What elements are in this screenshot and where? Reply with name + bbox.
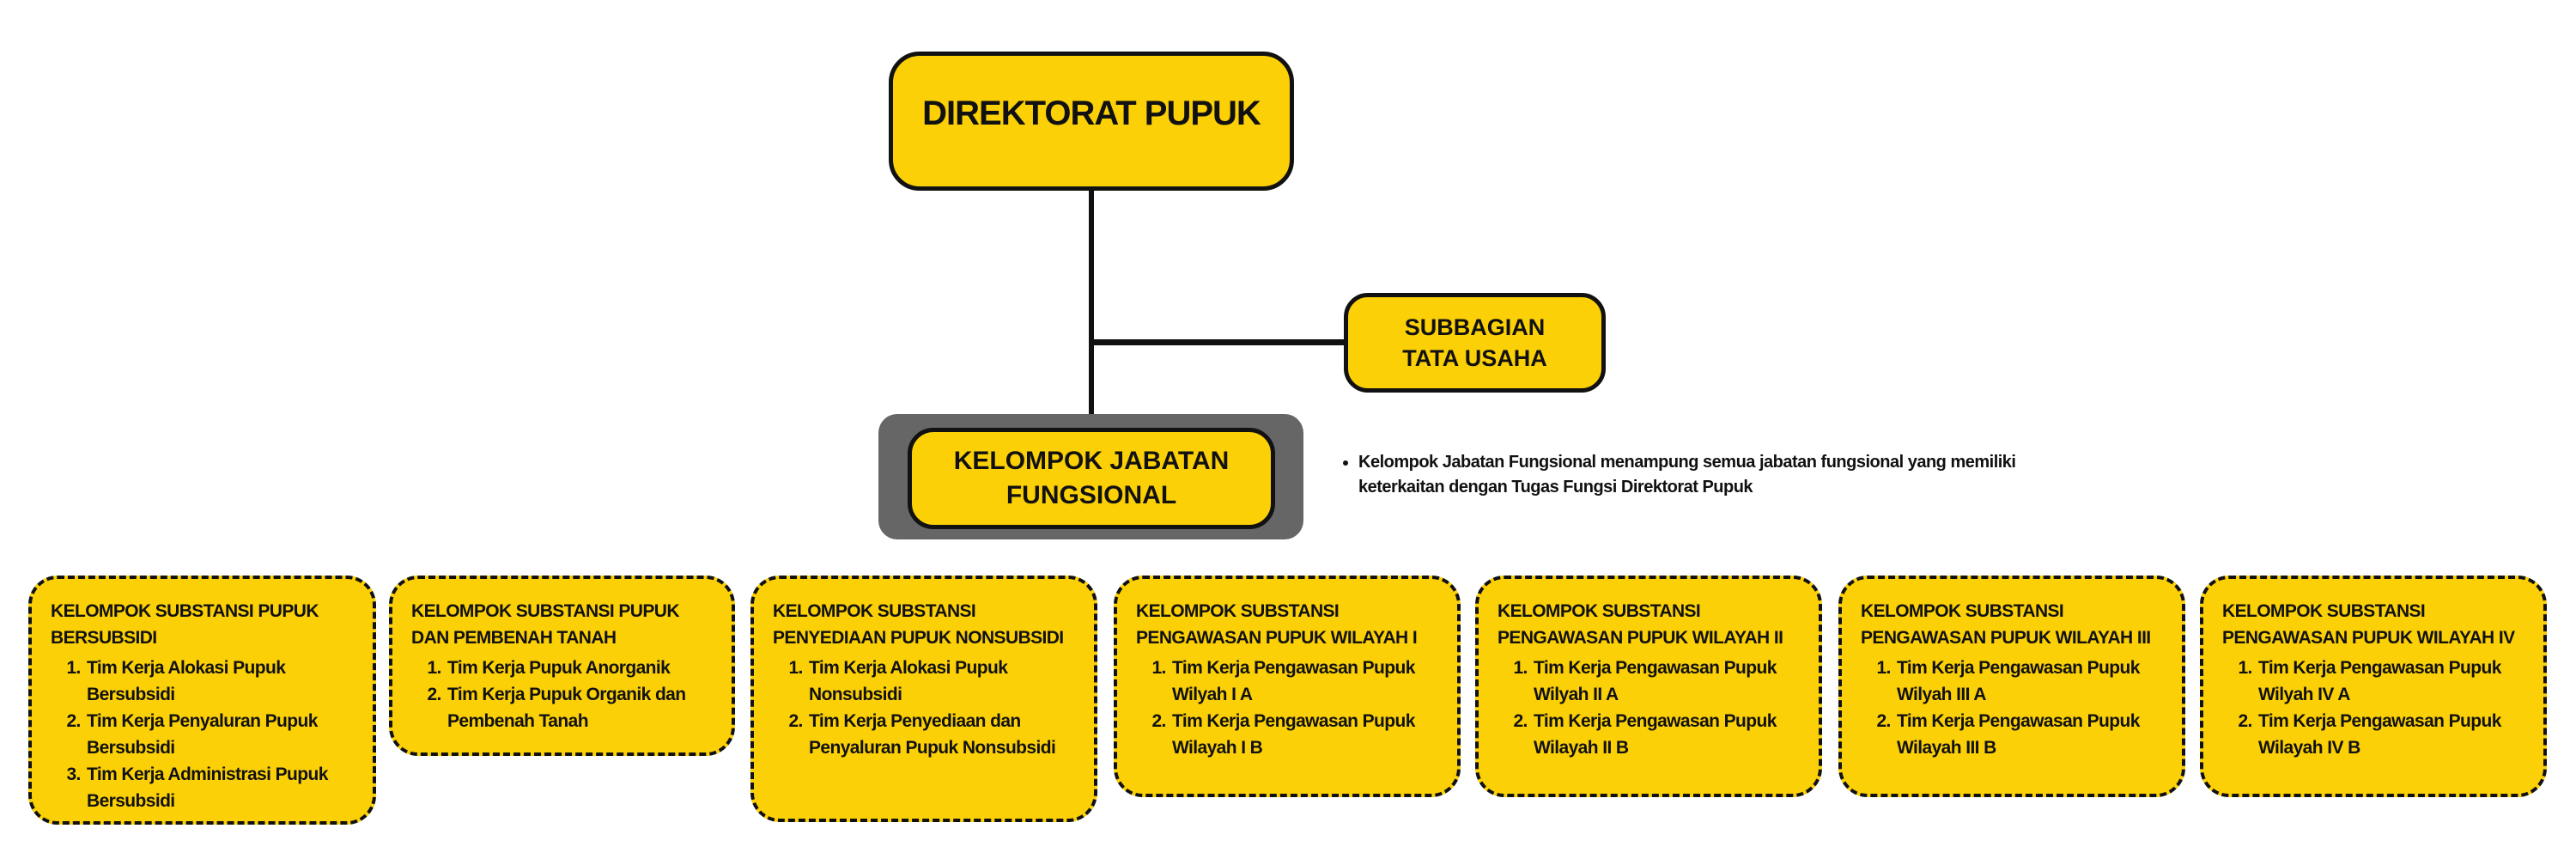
team-item: Tim Kerja Pengawasan Pupuk Wilayah III B	[1895, 708, 2166, 761]
group-title: KELOMPOK SUBSTANSI PUPUK DAN PEMBENAH TA…	[411, 601, 680, 648]
team-list: Tim Kerja Alokasi Pupuk BersubsidiTim Ke…	[51, 655, 357, 814]
jabfung-note: Kelompok Jabatan Fungsional menampung se…	[1340, 450, 2061, 500]
team-item: Tim Kerja Pengawasan Pupuk Wilayah II B	[1532, 708, 1803, 761]
group-box: KELOMPOK SUBSTANSI PENYEDIAAN PUPUK NONS…	[750, 576, 1097, 822]
connector-vertical	[1089, 187, 1094, 416]
group-title: KELOMPOK SUBSTANSI PENGAWASAN PUPUK WILA…	[1498, 601, 1783, 648]
team-list: Tim Kerja Pengawasan Pupuk Wilyah IV ATi…	[2222, 655, 2528, 761]
group-box: KELOMPOK SUBSTANSI PENGAWASAN PUPUK WILA…	[1838, 576, 2185, 797]
team-item: Tim Kerja Pengawasan Pupuk Wilayah I B	[1170, 708, 1442, 761]
team-list: Tim Kerja Pengawasan Pupuk Wilyah II ATi…	[1498, 655, 1803, 761]
connector-to-subbagian	[1091, 339, 1346, 345]
team-item: Tim Kerja Pupuk Organik dan Pembenah Tan…	[446, 681, 716, 734]
team-list: Tim Kerja Pupuk AnorganikTim Kerja Pupuk…	[411, 655, 716, 734]
group-box: KELOMPOK SUBSTANSI PENGAWASAN PUPUK WILA…	[1475, 576, 1822, 797]
team-item: Tim Kerja Administrasi Pupuk Bersubsidi	[85, 761, 357, 814]
node-title-line2: TATA USAHA	[1402, 345, 1547, 371]
group-title: KELOMPOK SUBSTANSI PENYEDIAAN PUPUK NONS…	[773, 601, 1064, 648]
team-item: Tim Kerja Alokasi Pupuk Nonsubsidi	[807, 655, 1078, 708]
group-box: KELOMPOK SUBSTANSI PENGAWASAN PUPUK WILA…	[1114, 576, 1461, 797]
team-item: Tim Kerja Pengawasan Pupuk Wilyah IV A	[2257, 655, 2528, 708]
team-item: Tim Kerja Pengawasan Pupuk Wilyah II A	[1532, 655, 1803, 708]
note-text: Kelompok Jabatan Fungsional menampung se…	[1358, 450, 2061, 500]
group-box: KELOMPOK SUBSTANSI PUPUK BERSUBSIDI Tim K…	[28, 576, 376, 825]
team-item: Tim Kerja Pupuk Anorganik	[446, 655, 716, 681]
node-direktorat-pupuk: DIREKTORAT PUPUK	[889, 52, 1294, 191]
team-item: Tim Kerja Penyediaan dan Penyaluran Pupu…	[807, 708, 1078, 761]
group-title: KELOMPOK SUBSTANSI PUPUK BERSUBSIDI	[51, 601, 319, 648]
group-box: KELOMPOK SUBSTANSI PUPUK DAN PEMBENAH TA…	[389, 576, 735, 756]
node-subbagian-tata-usaha: SUBBAGIAN TATA USAHA	[1344, 293, 1606, 393]
team-list: Tim Kerja Alokasi Pupuk NonsubsidiTim Ke…	[773, 655, 1078, 761]
node-title-line1: KELOMPOK JABATAN	[953, 447, 1230, 475]
team-item: Tim Kerja Pengawasan Pupuk Wilyah I A	[1170, 655, 1442, 708]
group-title: KELOMPOK SUBSTANSI PENGAWASAN PUPUK WILA…	[2222, 601, 2515, 648]
node-title-line2: FUNGSIONAL	[1005, 481, 1177, 509]
team-item: Tim Kerja Penyaluran Pupuk Bersubsidi	[85, 708, 357, 761]
team-list: Tim Kerja Pengawasan Pupuk Wilyah III AT…	[1861, 655, 2166, 761]
team-item: Tim Kerja Alokasi Pupuk Bersubsidi	[85, 655, 357, 708]
node-kelompok-jabatan-fungsional: KELOMPOK JABATAN FUNGSIONAL	[908, 428, 1275, 529]
team-item: Tim Kerja Pengawasan Pupuk Wilayah IV B	[2257, 708, 2528, 761]
team-item: Tim Kerja Pengawasan Pupuk Wilyah III A	[1895, 655, 2166, 708]
group-title: KELOMPOK SUBSTANSI PENGAWASAN PUPUK WILA…	[1861, 601, 2151, 648]
node-title: DIREKTORAT PUPUK	[922, 94, 1261, 132]
group-title: KELOMPOK SUBSTANSI PENGAWASAN PUPUK WILA…	[1136, 601, 1418, 648]
group-box: KELOMPOK SUBSTANSI PENGAWASAN PUPUK WILA…	[2200, 576, 2547, 797]
team-list: Tim Kerja Pengawasan Pupuk Wilyah I ATim…	[1136, 655, 1442, 761]
node-title-line1: SUBBAGIAN	[1404, 314, 1546, 340]
